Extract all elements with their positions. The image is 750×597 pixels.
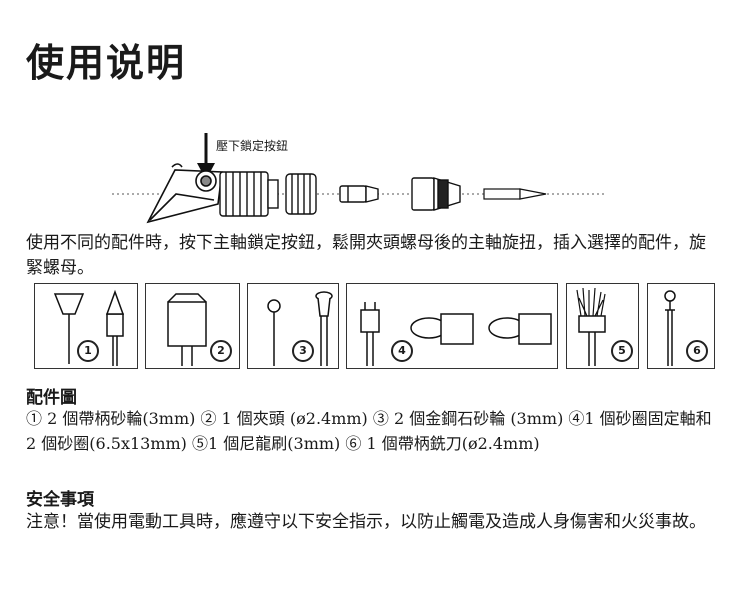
accessories-heading: 配件圖 (26, 388, 77, 408)
safety-heading: 安全事項 (26, 490, 94, 510)
panel-number-badge: 3 (292, 340, 314, 362)
intro-text: 使用不同的配件時，按下主軸鎖定按鈕，鬆開夾頭螺母後的主軸旋扭，插入選擇的配件，旋… (26, 233, 706, 278)
accessory-panel-3: 3 (247, 283, 339, 369)
accessory-panel-5: 5 (566, 283, 639, 369)
safety-text: 注意！當使用電動工具時，應遵守以下安全指示，以防止觸電及造成人身傷害和火災事故。 (26, 512, 706, 532)
collet-nut (285, 173, 317, 215)
page-title: 使用说明 (26, 41, 187, 85)
grinding-wheel-icon (53, 289, 125, 366)
nylon-brush-icon (576, 287, 606, 366)
collet (339, 185, 379, 203)
tool-body (146, 163, 223, 224)
panel-number-badge: 5 (611, 340, 633, 362)
accessories-list: ① 2 個帶柄砂輪(3mm) ② 1 個夾頭 (ø2.4mm) ③ 2 個金鋼石… (26, 409, 712, 453)
accessory-panel-1: 1 (34, 283, 138, 369)
spindle-lock-label: 壓下鎖定按鈕 (216, 139, 289, 153)
chuck-nut (411, 177, 461, 211)
panel-number-badge: 1 (77, 340, 99, 362)
accessory-panel-2: 2 (145, 283, 240, 369)
milling-cutter-icon (664, 290, 676, 366)
sanding-band-icon (360, 302, 552, 366)
diamond-grinding-wheel-icon (267, 291, 333, 366)
cutter-bit (483, 188, 547, 200)
panel-number-badge: 2 (210, 340, 232, 362)
tool-assembly-diagram (112, 133, 605, 224)
cutting-wheel-icon (167, 293, 207, 366)
panel-number-badge: 4 (391, 340, 413, 362)
accessory-panel-6: 6 (647, 283, 715, 369)
panel-number-badge: 6 (686, 340, 708, 362)
threaded-collar (219, 171, 279, 217)
accessory-panel-4: 4 (346, 283, 558, 369)
